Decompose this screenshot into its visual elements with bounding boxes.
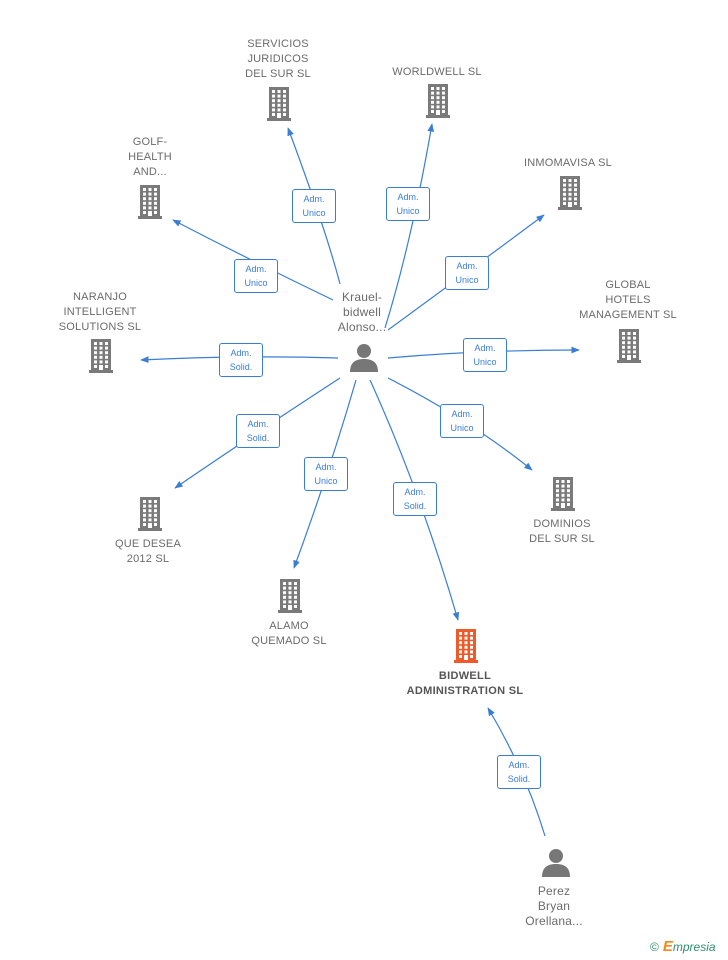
- relation-role-badge[interactable]: Adm. Unico: [445, 256, 489, 290]
- building-icon[interactable]: [558, 176, 582, 215]
- brand-name: mpresia: [672, 940, 716, 954]
- company-name-label[interactable]: GOLF- HEALTH AND...: [128, 136, 172, 178]
- relation-role-badge[interactable]: Adm. Unico: [440, 404, 484, 438]
- building-icon[interactable]: [278, 579, 302, 618]
- brand-footer: ©Empresia: [650, 938, 716, 955]
- person-icon[interactable]: [349, 343, 379, 378]
- building-icon[interactable]: [89, 339, 113, 378]
- relation-role-badge[interactable]: Adm. Unico: [292, 189, 336, 223]
- company-name-label[interactable]: WORLDWELL SL: [392, 66, 482, 78]
- person-name-label[interactable]: Krauel- bidwell Alonso...: [337, 290, 387, 334]
- copyright-symbol: ©: [650, 940, 659, 954]
- relation-role-badge[interactable]: Adm. Unico: [304, 457, 348, 491]
- company-name-label[interactable]: GLOBAL HOTELS MANAGEMENT SL: [579, 279, 677, 321]
- building-icon[interactable]: [551, 477, 575, 516]
- relation-edge: [384, 123, 435, 329]
- main-company-label[interactable]: BIDWELL ADMINISTRATION SL: [406, 670, 524, 697]
- relation-role-badge[interactable]: Adm. Unico: [386, 187, 430, 221]
- relation-role-badge[interactable]: Adm. Solid.: [236, 414, 280, 448]
- person-name-label[interactable]: Perez Bryan Orellana...: [525, 884, 583, 928]
- relation-role-badge[interactable]: Adm. Solid.: [219, 343, 263, 377]
- company-name-label[interactable]: ALAMO QUEMADO SL: [251, 620, 327, 647]
- company-name-label[interactable]: SERVICIOS JURIDICOS DEL SUR SL: [245, 38, 311, 80]
- company-name-label[interactable]: DOMINIOS DEL SUR SL: [529, 518, 595, 545]
- company-name-label[interactable]: INMOMAVISA SL: [524, 157, 612, 169]
- company-name-label[interactable]: NARANJO INTELLIGENT SOLUTIONS SL: [58, 291, 142, 333]
- relation-role-badge[interactable]: Adm. Unico: [463, 338, 507, 372]
- relation-role-badge[interactable]: Adm. Solid.: [497, 755, 541, 789]
- person-icon[interactable]: [541, 848, 571, 883]
- company-name-label[interactable]: QUE DESEA 2012 SL: [115, 538, 181, 565]
- building-icon[interactable]: [138, 497, 162, 536]
- brand-initial: E: [662, 938, 673, 955]
- building-icon[interactable]: [267, 87, 291, 126]
- building-icon[interactable]: [454, 629, 478, 668]
- relation-role-badge[interactable]: Adm. Unico: [234, 259, 278, 293]
- building-icon[interactable]: [138, 185, 162, 224]
- building-icon[interactable]: [426, 84, 450, 123]
- building-icon[interactable]: [617, 329, 641, 368]
- relation-role-badge[interactable]: Adm. Solid.: [393, 482, 437, 516]
